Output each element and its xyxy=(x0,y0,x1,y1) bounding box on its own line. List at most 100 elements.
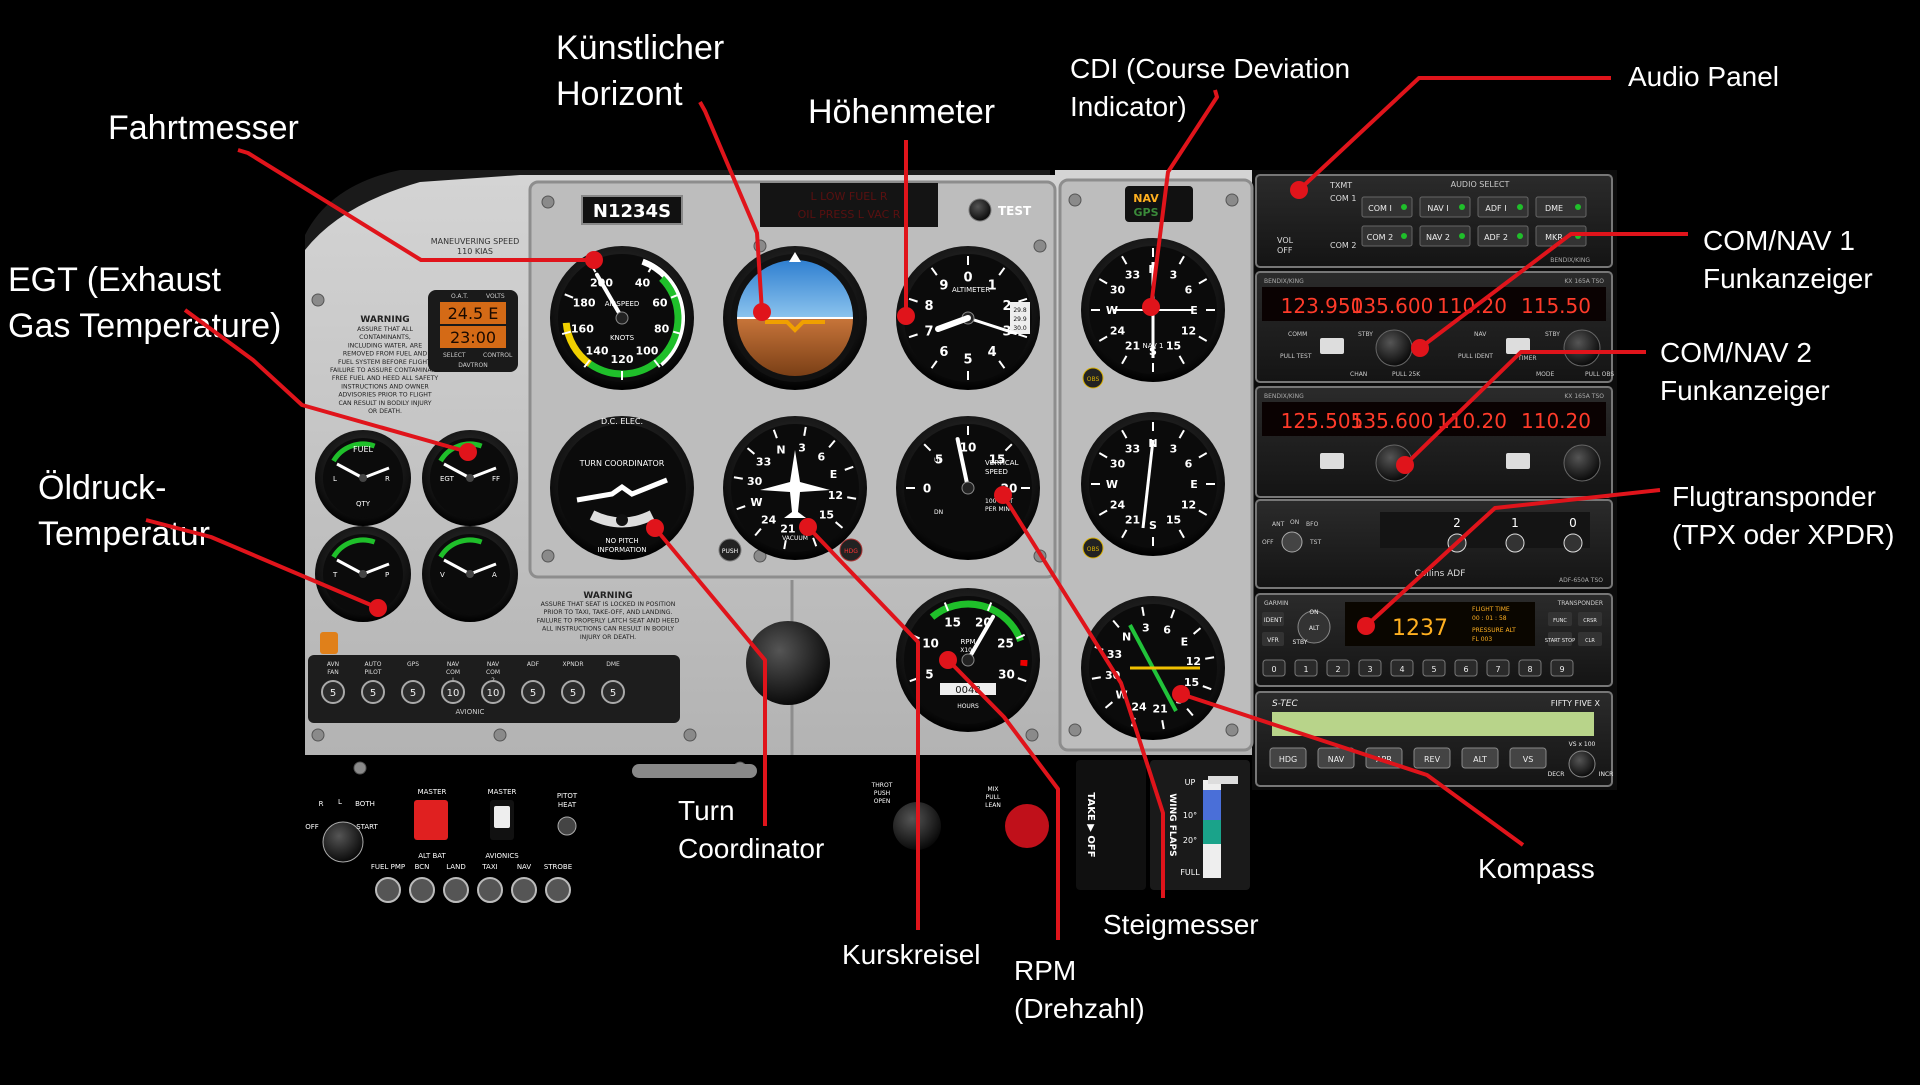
throttle-knob[interactable] xyxy=(893,802,941,850)
screw-12 xyxy=(494,729,506,741)
adf-brand: Collins ADF xyxy=(1415,569,1466,579)
autopilot-vs-knob[interactable] xyxy=(1569,751,1595,777)
warning-left-title: WARNING xyxy=(360,315,409,325)
comnav1-nav-flip[interactable] xyxy=(1506,338,1530,354)
flaps-position-3: FULL xyxy=(1180,868,1200,877)
switch-4[interactable] xyxy=(512,878,536,902)
callout-label-transponder: Flugtransponder(TPX oder XPDR) xyxy=(1672,478,1895,554)
vsi-unit-1: 100 FEET xyxy=(985,498,1013,505)
breaker-rating-3: 10 xyxy=(447,688,460,699)
adf-digit-knob-1[interactable] xyxy=(1506,534,1524,552)
annunciator-test-button[interactable] xyxy=(969,199,991,221)
oil-temp-press-gauge-hub xyxy=(359,570,367,578)
vsi-dn: DN xyxy=(934,509,943,516)
adf-digit-knob-2[interactable] xyxy=(1564,534,1582,552)
comnav2-nav-flip[interactable] xyxy=(1506,453,1530,469)
comnav2-com-flip[interactable] xyxy=(1320,453,1344,469)
cdi1-tick-label-4: 12 xyxy=(1181,324,1196,337)
hsi-tick-label-0: N xyxy=(1122,631,1131,644)
flaps-lever[interactable] xyxy=(1208,776,1238,784)
mixture-label-1: PULL xyxy=(986,794,1001,801)
autopilot-btn-label-5: VS xyxy=(1523,755,1534,764)
switch-1[interactable] xyxy=(410,878,434,902)
airspeed-tick-label-7: 180 xyxy=(573,296,596,309)
pitot-heat-switch[interactable] xyxy=(558,817,576,835)
heading-tick-label-9: W xyxy=(750,496,762,509)
switch-0[interactable] xyxy=(376,878,400,902)
transponder-digit-6: 6 xyxy=(1463,665,1468,674)
oil-temp-press-gauge-left-label: T xyxy=(332,571,338,579)
transponder-digit-4: 4 xyxy=(1399,665,1404,674)
audio-txmt-2: COM 2 xyxy=(1330,241,1356,250)
cdi1-tick-label-1: 3 xyxy=(1170,268,1178,281)
fuel-qty-label: QTY xyxy=(356,500,371,508)
turn-coordinator-bottom-1: NO PITCH xyxy=(605,537,638,545)
warnLeft-line-8: ADVISORIES PRIOR TO FLIGHT xyxy=(338,392,432,399)
comnav1-com-flip[interactable] xyxy=(1320,338,1344,354)
pitot-heat-label-2: HEAT xyxy=(558,801,577,809)
warnLeft-line-9: CAN RESULT IN BODILY INJURY xyxy=(338,400,431,407)
altimeter-tick-label-5: 5 xyxy=(963,353,972,368)
audio-button-label-5: NAV 2 xyxy=(1426,233,1450,242)
warnCenter-line-4: INJURY OR DEATH. xyxy=(580,634,636,641)
hsi-tick-label-6: S xyxy=(1175,693,1183,706)
adf-digit-knob-0[interactable] xyxy=(1448,534,1466,552)
transponder-mode-1: ALT xyxy=(1309,625,1320,632)
comnav2-brand: BENDIX/KING xyxy=(1264,393,1304,400)
comnav2-nav-standby: 110.20 xyxy=(1521,409,1591,433)
maneuvering-speed-line-2: 110 KIAS xyxy=(457,247,493,256)
autopilot-display xyxy=(1272,712,1594,736)
altimeter-baro-0: 29.8 xyxy=(1013,307,1027,314)
hsi-tick-label-1: 3 xyxy=(1142,622,1150,635)
hsi-tick-label-8: 24 xyxy=(1131,700,1147,713)
tach-tick-label-0: 5 xyxy=(925,667,933,681)
comnav1-nav-knob[interactable] xyxy=(1564,330,1600,366)
adf-digit-2: 0 xyxy=(1569,516,1577,530)
switch-5[interactable] xyxy=(546,878,570,902)
heading-vacuum-label: VACUUM xyxy=(782,535,808,542)
wing-flaps-label: WING FLAPS xyxy=(1167,793,1177,856)
transponder-fl: FL 003 xyxy=(1472,636,1492,643)
switch-3[interactable] xyxy=(478,878,502,902)
cdi1-label: NAV 1 xyxy=(1142,342,1163,350)
annunciator-line-2: OIL PRESS L VAC R xyxy=(798,208,901,221)
select-label: SELECT xyxy=(443,352,466,359)
maneuvering-speed-line-1: MANEUVERING SPEED xyxy=(431,237,520,246)
comnav2-nav-knob[interactable] xyxy=(1564,445,1600,481)
tach-tick-label-2: 15 xyxy=(944,615,961,629)
adf-mode-2: BFO xyxy=(1306,521,1319,528)
switch-2[interactable] xyxy=(444,878,468,902)
audio-button-label-3: DME xyxy=(1545,204,1563,213)
transponder-label: TRANSPONDER xyxy=(1557,600,1603,607)
comnav2-com-standby: 135.600 xyxy=(1351,409,1434,433)
heading-tick-label-1: 3 xyxy=(798,442,806,455)
breaker-label-0-1: FAN xyxy=(327,669,339,676)
nav-gps-label-nav: NAV xyxy=(1133,192,1159,205)
egt-gauge-left-label: EGT xyxy=(440,475,455,483)
hsi-push-label: PUSH xyxy=(722,548,738,555)
comnav1-com-knob[interactable] xyxy=(1376,330,1412,366)
autopilot-model: FIFTY FIVE X xyxy=(1551,699,1601,708)
hsi-tick-label-4: 12 xyxy=(1186,655,1201,668)
cdi2-tick-label-7: 21 xyxy=(1125,513,1140,526)
altimeter-label: ALTIMETER xyxy=(952,286,990,294)
adf-digit-1: 1 xyxy=(1511,516,1519,530)
fuel-selector-indicator xyxy=(320,632,338,654)
yoke-column-hole xyxy=(746,621,830,705)
flaps-position-0: UP xyxy=(1185,778,1196,787)
comnav1-nav-standby: 115.50 xyxy=(1521,294,1591,318)
airspeed-tick-label-0: 40 xyxy=(635,276,651,289)
comnav2-com-knob[interactable] xyxy=(1376,445,1412,481)
altimeter-tick-label-4: 4 xyxy=(988,345,997,360)
flaps-indicator-range-2 xyxy=(1203,820,1221,844)
hsi-tick-label-9: W xyxy=(1116,688,1128,701)
adf-mode-knob[interactable] xyxy=(1282,532,1302,552)
mixture-knob[interactable] xyxy=(1005,804,1049,848)
altimeter-tick-label-8: 8 xyxy=(924,299,933,314)
warnCenter-line-1: PRIOR TO TAXI, TAKE-OFF, AND LANDING. xyxy=(544,609,673,616)
master-alt-bat-switch[interactable] xyxy=(414,800,448,840)
switch-label-3: TAXI xyxy=(481,863,497,871)
warnLeft-line-1: CONTAMINANTS, xyxy=(359,334,411,341)
